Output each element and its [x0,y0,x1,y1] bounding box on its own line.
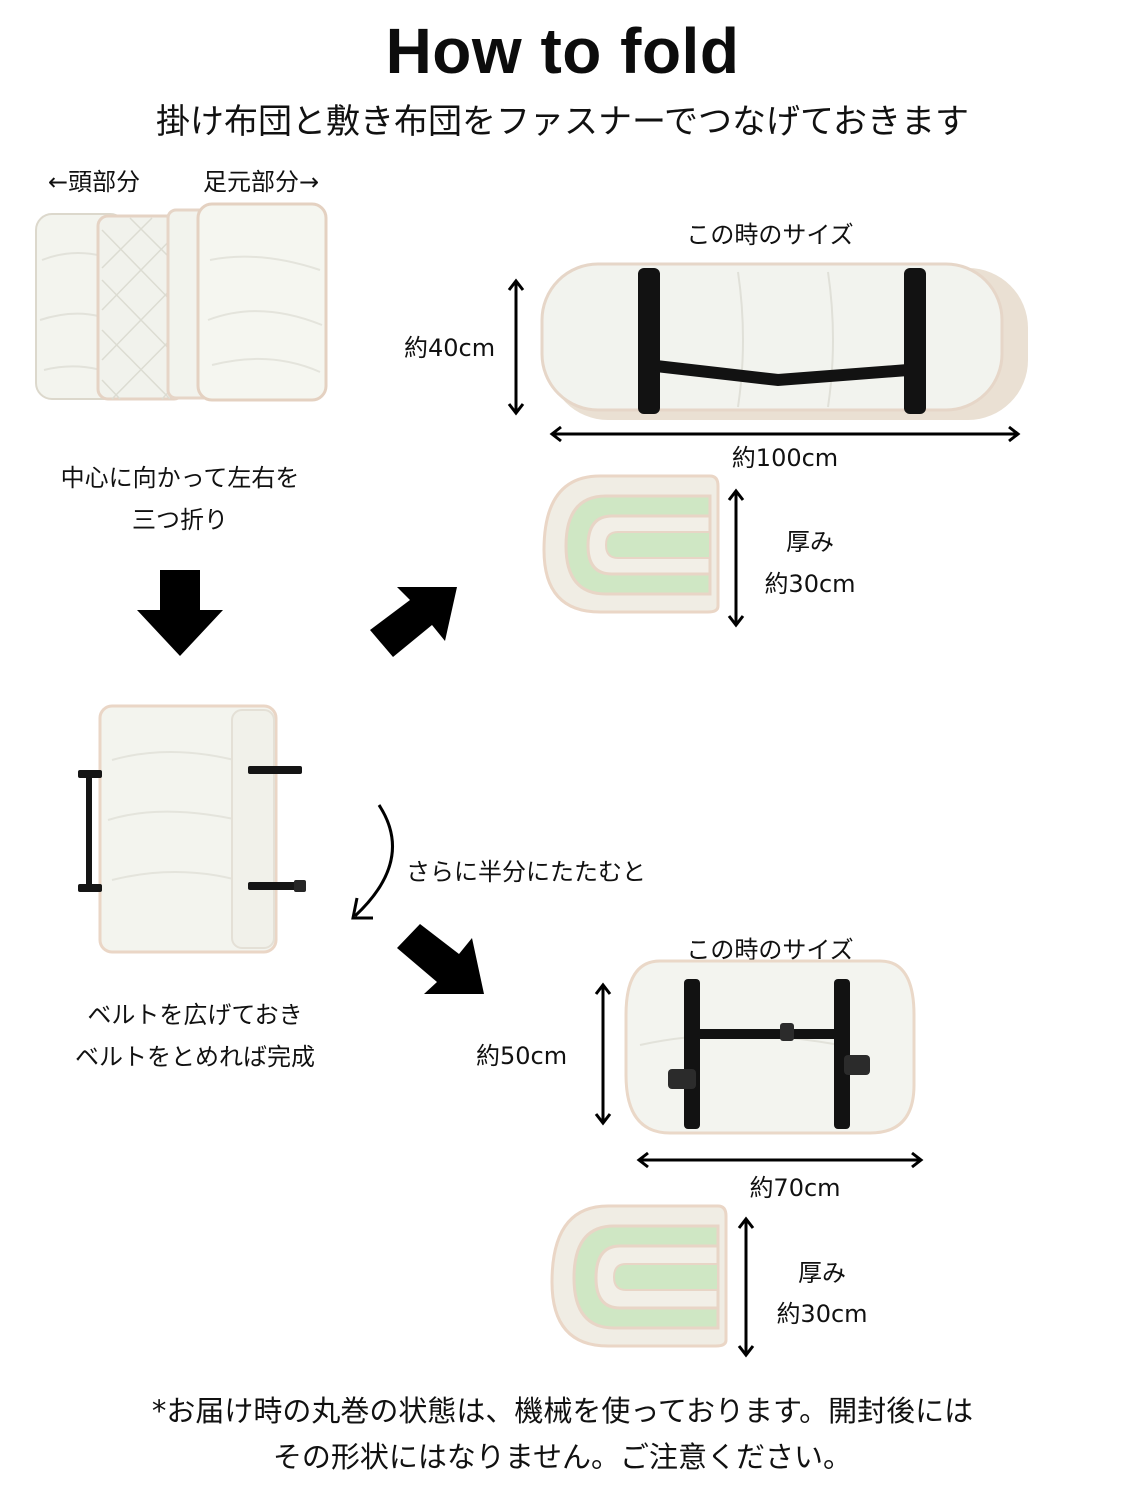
size-a-thickness: 約30cm [764,570,856,598]
size-b-thickness-label: 厚み [798,1259,846,1287]
footer-note-line1: *お届け時の丸巻の状態は、機械を使っております。開封後には [151,1394,974,1428]
thickness-arrow-b [737,1216,755,1358]
height-arrow-b [594,982,612,1126]
size-a-width: 約100cm [731,444,839,472]
thickness-arrow-a [727,488,745,628]
width-arrow-a [549,425,1021,443]
size-b-width: 約70cm [749,1174,841,1202]
arrow-down-icon [137,570,223,656]
footer-note-line2: その形状にはなりません。ご注意ください。 [272,1440,853,1474]
width-arrow-b [636,1151,924,1169]
size-a-caption: この時のサイズ [686,221,854,249]
height-arrow-a [507,278,525,416]
trifolded-futon-image [78,704,306,954]
step1-instruction-line1: 中心に向かって左右を [60,464,300,492]
size-b-caption: この時のサイズ [686,936,854,964]
foot-label: 足元部分→ [203,168,320,196]
step2-instruction-line2: ベルトをとめれば完成 [75,1043,315,1071]
compact-futon-image [624,959,916,1135]
folded-futon-side-image-a [542,474,720,614]
head-label: ←頭部分 [48,168,141,196]
rolled-futon-image [540,262,1028,420]
flat-futon-image [35,202,328,402]
step2-instruction-line1: ベルトを広げておき [87,1001,303,1029]
page-subtitle: 掛け布団と敷き布団をファスナーでつなげておきます [156,102,969,142]
size-a-height: 約40cm [404,334,496,362]
arrow-down-right-icon [397,924,484,994]
size-b-thickness: 約30cm [776,1300,868,1328]
step1-instruction-line2: 三つ折り [132,506,228,534]
size-b-height: 約50cm [476,1042,568,1070]
curved-arrow-icon [351,804,394,920]
folded-futon-side-image-b [550,1204,728,1348]
page-title: How to fold [385,15,740,87]
size-a-thickness-label: 厚み [786,528,834,556]
arrow-up-right-icon [370,587,457,657]
fold-note: さらに半分にたたむと [406,858,646,886]
